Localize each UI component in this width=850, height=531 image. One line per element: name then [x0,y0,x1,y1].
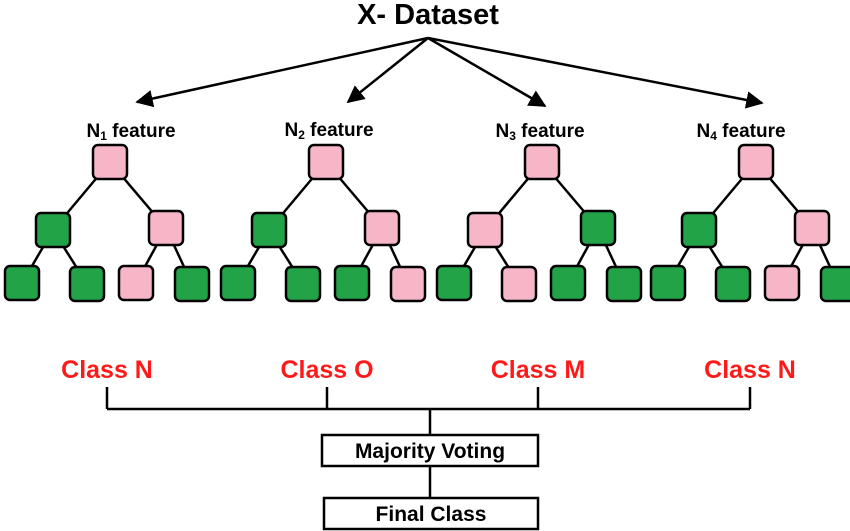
dataset-title: X- Dataset [357,0,499,31]
tree-leaf-node [500,265,538,303]
feature-label-3: N3 feature [495,121,584,143]
tree-branch-node [363,209,401,247]
tree-4 [649,143,850,303]
tree-root-node [737,143,775,181]
feature-label-1: N1 feature [86,121,175,143]
tree-root-node [523,143,561,181]
class-labels: Class N Class O Class M Class N [61,356,796,384]
class-label-2: Class O [280,356,373,384]
tree-branch-node [579,209,617,247]
dataset-arrows [135,36,764,109]
dataset-arrow-2 [346,37,429,104]
tree-leaf-node [173,265,211,303]
tree-root-node [91,143,129,181]
tree-leaf-node [819,265,850,303]
tree-leaf-node [3,264,41,302]
tree-root-node [307,143,345,181]
feature-labels: N1 feature N2 feature N3 feature N4 feature [86,120,785,143]
tree-branch-node [466,211,504,249]
tree-branch-node [793,209,831,247]
tree-branch-node [250,211,288,249]
tree-leaf-node [284,265,322,303]
dataset-arrow-3 [427,36,547,108]
dataset-arrow-1 [135,36,429,108]
tree-branch-node [680,211,718,249]
tree-leaf-node [714,265,752,303]
tree-branch-node [34,211,72,249]
class-label-1: Class N [61,356,153,384]
majority-voting-box: Majority Voting [320,433,540,468]
tree-3 [435,143,643,303]
tree-leaf-node [219,264,257,302]
majority-voting-rect [320,433,540,468]
tree-leaf-node [333,264,371,302]
class-label-4: Class N [704,356,796,384]
feature-label-4: N4 feature [696,121,785,143]
dataset-arrow-4 [427,36,764,109]
aggregation-bracket [105,387,752,435]
class-label-3: Class M [491,356,585,384]
tree-branch-node [147,209,185,247]
feature-label-2: N2 feature [284,120,373,142]
tree-leaf-node [68,265,106,303]
final-class-rect [322,496,540,531]
decision-trees [3,143,850,303]
tree-leaf-node [117,264,155,302]
tree-leaf-node [389,265,427,303]
tree-leaf-node [605,265,643,303]
tree-leaf-node [435,264,473,302]
tree-leaf-node [549,264,587,302]
tree-leaf-node [763,264,801,302]
tree-leaf-node [649,264,687,302]
final-class-box: Final Class [322,496,540,531]
tree-2 [219,143,427,303]
tree-1 [3,143,211,303]
majority-voting-label: Majority Voting [355,440,505,463]
final-class-label: Final Class [376,503,487,526]
